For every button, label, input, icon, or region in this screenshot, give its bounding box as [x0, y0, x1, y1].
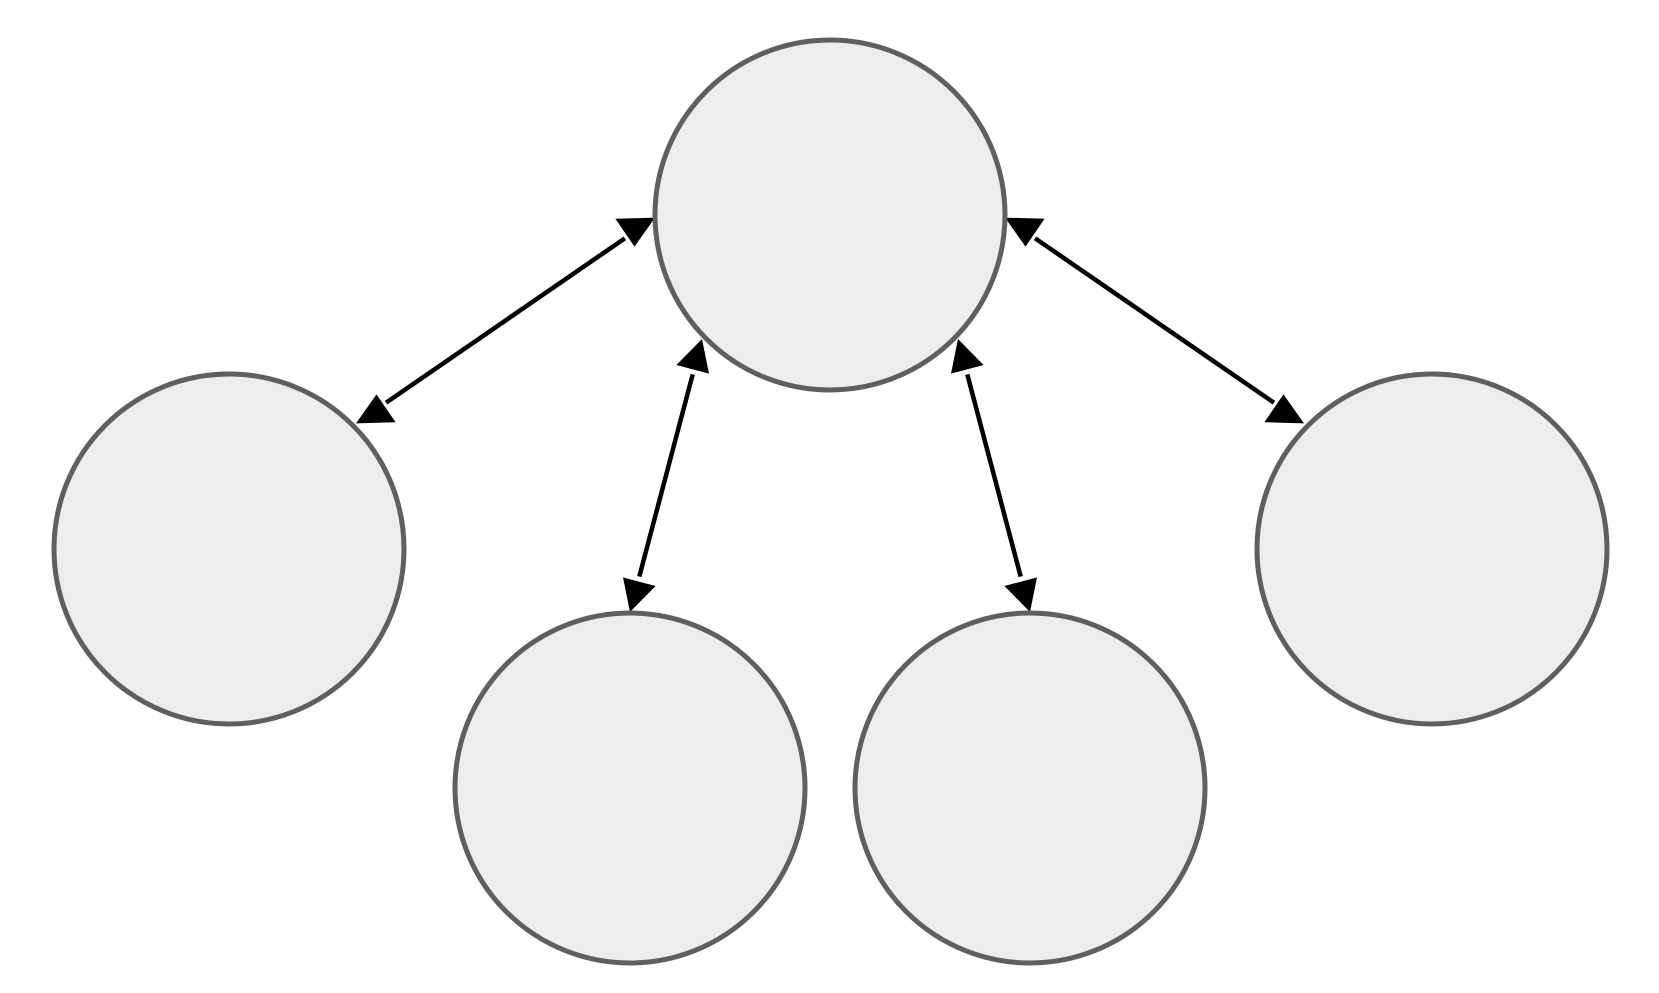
arrowhead-icon — [1264, 394, 1304, 424]
arrowhead-icon — [1004, 577, 1037, 612]
node-right — [1254, 371, 1610, 727]
arrowhead-icon — [676, 339, 709, 374]
edge-center-right — [1005, 217, 1304, 424]
node-left — [51, 371, 407, 727]
edge-center-bottom-right — [951, 339, 1037, 612]
node-bottom-left — [452, 610, 808, 966]
nodes-layer — [51, 37, 1610, 966]
arrowhead-icon — [356, 394, 396, 424]
node-center — [652, 37, 1008, 393]
edge-center-bottom-left — [623, 339, 709, 612]
node-bottom-right — [852, 610, 1208, 966]
arrowhead-icon — [1005, 217, 1045, 247]
arrowhead-icon — [615, 217, 655, 247]
arrowhead-icon — [951, 339, 984, 374]
edges-layer — [356, 217, 1304, 612]
edge-center-left — [356, 217, 655, 424]
arrowhead-icon — [623, 577, 656, 612]
